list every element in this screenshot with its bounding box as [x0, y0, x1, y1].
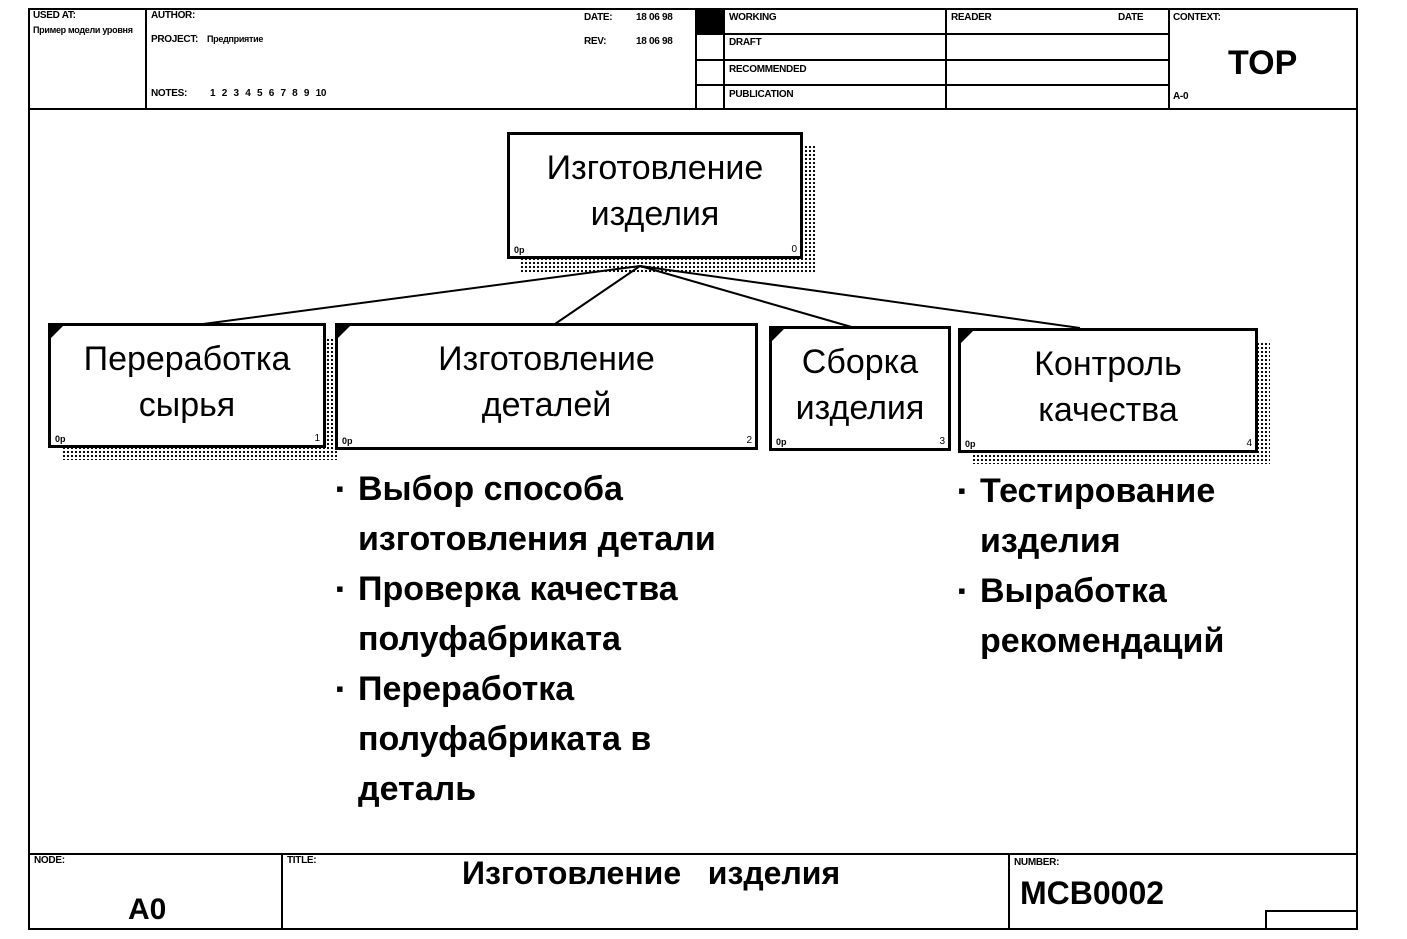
activity-cost: 0р	[514, 245, 525, 255]
activity-cost: 0р	[965, 439, 976, 449]
activity-box-2[interactable]: Изготовление деталей 0р 2	[335, 323, 758, 450]
activity-box-3[interactable]: Сборка изделия 0р 3	[769, 326, 951, 451]
activity-title-1: Переработка сырья	[83, 340, 291, 424]
bullet-icon: ▪	[336, 576, 344, 601]
bullet-text: Выработка рекомендаций	[980, 572, 1225, 660]
working-marker	[697, 9, 723, 33]
activity-title-2: Изготовление деталей	[438, 340, 655, 424]
notes-numbers: 1 2 3 4 5 6 7 8 9 10	[210, 88, 327, 99]
title-label: TITLE:	[287, 855, 317, 866]
activity-title-4: Контроль качества	[1034, 345, 1182, 429]
footer-divider	[281, 853, 283, 930]
header-divider	[945, 8, 947, 109]
status-recommended: RECOMMENDED	[729, 64, 807, 75]
activity-box-1[interactable]: Переработка сырья 0р 1	[48, 323, 326, 448]
diagram-title: Изготовление изделия	[462, 855, 841, 891]
bullet-list-right: ▪ Тестирование изделия ▪ Выработка реком…	[958, 466, 1298, 666]
date-label: DATE:	[584, 12, 613, 23]
bullet-icon: ▪	[336, 476, 344, 501]
footer-divider	[1008, 853, 1010, 930]
diagram-number: MCB0002	[1020, 875, 1165, 911]
status-draft: DRAFT	[729, 37, 762, 48]
node-value: A0	[128, 893, 167, 926]
activity-cost: 0р	[55, 434, 66, 444]
bullet-list-left: ▪ Выбор способа изготовления детали ▪ Пр…	[336, 464, 776, 814]
project-value: Предприятие	[207, 34, 264, 44]
box-corner-marker	[51, 326, 63, 338]
bullet-item: ▪ Выработка рекомендаций	[958, 566, 1298, 666]
author-label: AUTHOR:	[151, 10, 196, 21]
context-value: TOP	[1228, 44, 1298, 82]
activity-number: 4	[1246, 438, 1252, 449]
bullet-text: Переработка полуфабриката в деталь	[358, 670, 652, 808]
status-row-line	[695, 59, 1169, 61]
status-row-line	[695, 33, 1169, 35]
rev-label: REV:	[584, 36, 607, 47]
activity-number: 1	[314, 433, 320, 444]
context-label: CONTEXT:	[1173, 12, 1221, 23]
bullet-text: Выбор способа изготовления детали	[358, 470, 716, 558]
status-working: WORKING	[729, 12, 777, 23]
status-publication: PUBLICATION	[729, 89, 794, 100]
bullet-item: ▪ Выбор способа изготовления детали	[336, 464, 776, 564]
footer-top-line	[28, 853, 1358, 855]
activity-number: 3	[939, 436, 945, 447]
activity-number: 2	[746, 435, 752, 446]
date-value: 18 06 98	[636, 12, 673, 23]
bullet-icon: ▪	[958, 578, 966, 603]
activity-number: 0	[791, 244, 797, 255]
activity-box-4[interactable]: Контроль качества 0р 4	[958, 328, 1258, 453]
parent-activity-box[interactable]: Изготовление изделия 0р 0	[507, 132, 803, 259]
footer-page-box	[1265, 910, 1357, 930]
used-at-label: USED AT:	[33, 10, 76, 21]
reader-date-label: DATE	[1118, 12, 1144, 23]
idef0-frame	[28, 8, 1358, 930]
activity-cost: 0р	[776, 437, 787, 447]
project-label: PROJECT:	[151, 34, 199, 45]
context-node: A-0	[1173, 91, 1189, 102]
number-label: NUMBER:	[1014, 857, 1060, 868]
bullet-icon: ▪	[958, 478, 966, 503]
activity-title-3: Сборка изделия	[795, 343, 925, 427]
reader-label: READER	[951, 12, 992, 23]
node-label: NODE:	[34, 855, 65, 866]
notes-label: NOTES:	[151, 88, 187, 99]
activity-cost: 0р	[342, 436, 353, 446]
header-divider	[145, 8, 147, 109]
bullet-text: Тестирование изделия	[980, 472, 1216, 560]
box-corner-marker	[772, 329, 784, 341]
header-divider	[695, 8, 697, 109]
bullet-icon: ▪	[336, 676, 344, 701]
used-at-value: Пример модели уровня	[33, 25, 133, 35]
header-divider	[723, 8, 725, 109]
header-bottom-line	[28, 108, 1358, 110]
bullet-item: ▪ Проверка качества полуфабриката	[336, 564, 776, 664]
bullet-item: ▪ Тестирование изделия	[958, 466, 1298, 566]
parent-activity-title: Изготовление изделия	[546, 149, 764, 233]
header-divider	[1168, 8, 1170, 109]
status-row-line	[695, 84, 1169, 86]
bullet-text: Проверка качества полуфабриката	[358, 570, 678, 658]
rev-value: 18 06 98	[636, 36, 673, 47]
box-corner-marker	[338, 326, 350, 338]
bullet-item: ▪ Переработка полуфабриката в деталь	[336, 664, 776, 814]
box-corner-marker	[961, 331, 973, 343]
